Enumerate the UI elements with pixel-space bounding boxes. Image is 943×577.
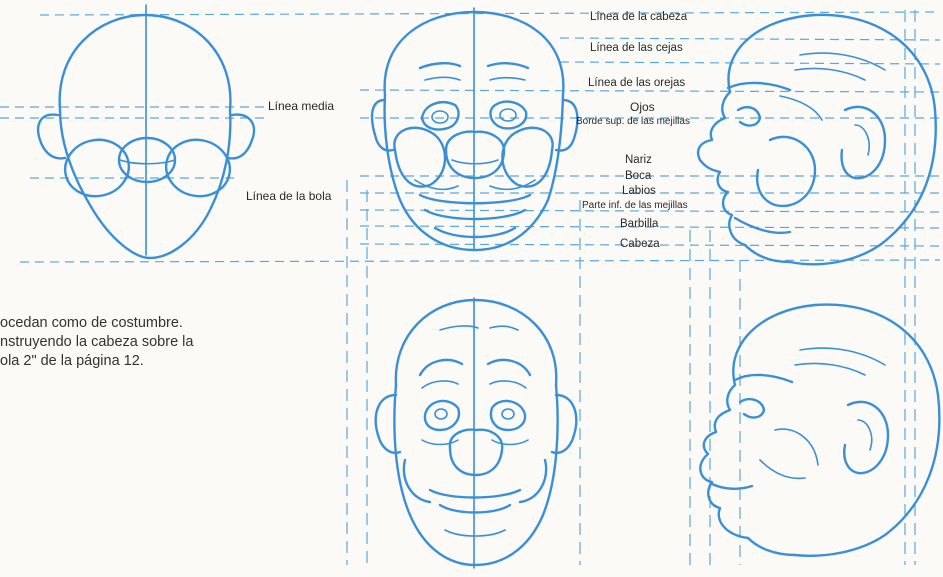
label-cabeza: Cabeza xyxy=(620,239,660,251)
face-basic-construction xyxy=(38,5,254,258)
label-nariz: Nariz xyxy=(625,155,652,167)
label-parte-inf-mejillas: Parte inf. de las mejillas xyxy=(582,201,688,211)
paragraph-line-1: ocedan como de costumbre. xyxy=(0,314,300,333)
instruction-paragraph: ocedan como de costumbre. nstruyendo la … xyxy=(0,314,300,371)
face-profile-finished xyxy=(700,305,939,556)
face-front-construction xyxy=(372,8,577,250)
label-boca: Boca xyxy=(625,171,651,183)
label-linea-cabeza: Línea de la cabeza xyxy=(590,12,687,24)
vertical-guides xyxy=(347,10,915,565)
label-linea-bola: Línea de la bola xyxy=(246,190,331,202)
label-ojos: Ojos xyxy=(630,101,655,113)
label-labios: Labios xyxy=(622,186,656,198)
face-profile-construction xyxy=(698,15,936,264)
label-barbilla: Barbilla xyxy=(620,219,658,231)
face-front-finished xyxy=(376,298,577,568)
label-linea-media: Línea media xyxy=(268,100,334,112)
paragraph-line-3: ola 2" de la página 12. xyxy=(0,352,300,371)
label-linea-cejas: Línea de las cejas xyxy=(590,43,683,55)
label-linea-orejas: Línea de las orejas xyxy=(588,78,685,90)
horizontal-guides xyxy=(0,12,940,262)
label-borde-mejillas: Borde sup. de las mejillas xyxy=(576,117,690,127)
paragraph-line-2: nstruyendo la cabeza sobre la xyxy=(0,333,300,352)
